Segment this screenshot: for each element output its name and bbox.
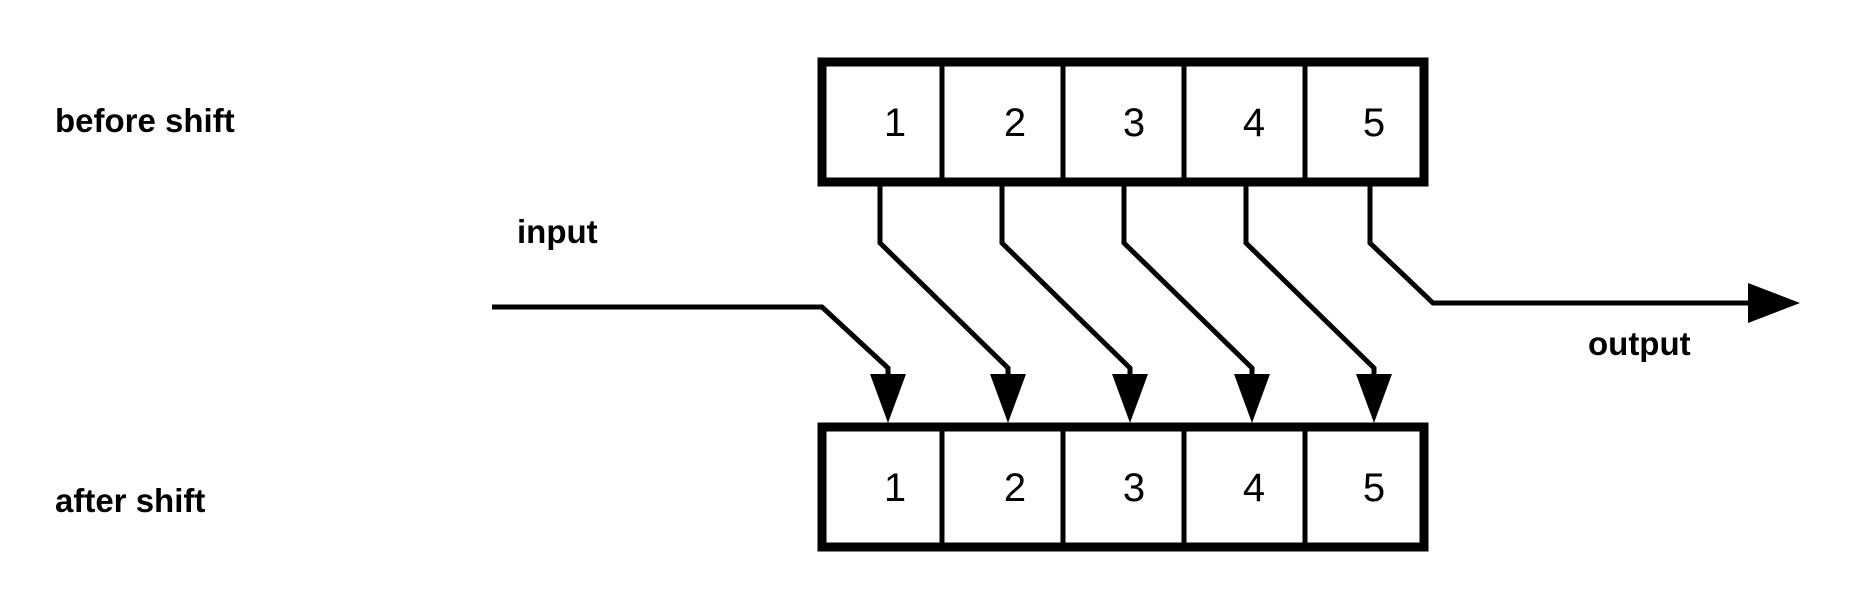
after-shift-register-box [817,422,1429,552]
after-shift-cell-4: 4 [1243,466,1265,510]
before-shift-label: before shift [55,102,235,139]
input-arrowhead [870,374,906,423]
after-shift-label: after shift [55,482,205,519]
after-shift-cell-1: 1 [884,466,906,510]
input-wire [492,304,891,398]
after-shift-cell-3: 3 [1123,466,1145,510]
after-shift-cell-2: 2 [1004,466,1026,510]
before-shift-cell-3: 3 [1123,101,1145,145]
shift-wire-3 [1121,182,1255,398]
shift-arrowhead-4 [1356,374,1392,423]
shift-wire-1 [877,182,1011,398]
before-shift-cell-1: 1 [884,101,906,145]
after-shift-cell-5: 5 [1363,466,1385,510]
shift-arrowhead-3 [1234,374,1270,423]
before-shift-cell-4: 4 [1243,101,1265,145]
shift-wire-2 [999,182,1133,398]
input-label: input [517,213,598,250]
before-shift-cell-5: 5 [1363,101,1385,145]
shift-wire-4 [1243,182,1377,398]
output-arrowhead [1748,283,1800,323]
shift-arrowhead-2 [1112,374,1148,423]
before-shift-cell-2: 2 [1004,101,1026,145]
output-label: output [1588,325,1691,362]
shift-arrowhead-1 [990,374,1026,423]
output-wire [1367,182,1772,306]
